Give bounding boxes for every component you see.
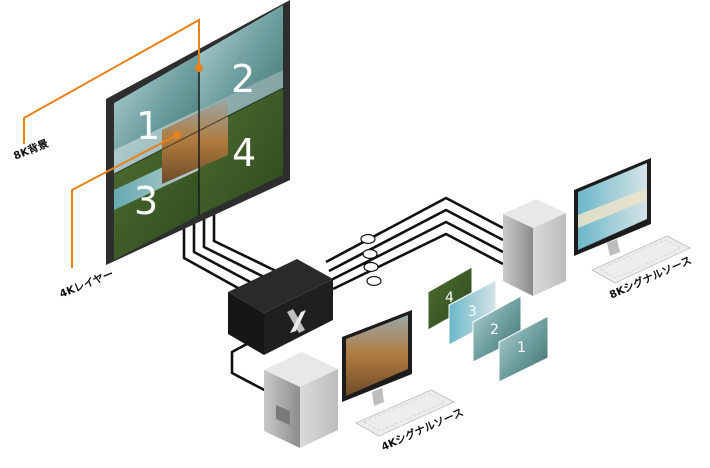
cable-rings xyxy=(360,233,382,287)
switcher-left-face xyxy=(228,292,264,355)
callout-dot-4k-layer xyxy=(173,131,181,139)
cable-4k-1 xyxy=(230,336,271,395)
source-image-stack: 4 3 2 1 xyxy=(427,266,549,383)
stack-number-4: 4 xyxy=(445,290,454,306)
stack-number-2: 2 xyxy=(490,322,499,338)
x-logo-icon xyxy=(287,309,306,333)
callout-line-8k-background xyxy=(23,18,200,144)
cable-ring-2 xyxy=(362,248,378,260)
keyboard-4k xyxy=(355,389,455,437)
cable-8k-2 xyxy=(328,208,504,273)
wall-number-4: 4 xyxy=(232,131,256,175)
cable-wall-4 xyxy=(212,202,279,274)
pc-tower-4k xyxy=(264,352,338,448)
cable-ring-4 xyxy=(366,275,382,287)
stack-number-3: 3 xyxy=(468,304,477,320)
callout-dot-8k-background xyxy=(195,64,203,72)
wall-number-2: 2 xyxy=(231,57,255,101)
cable-8k-3 xyxy=(330,220,504,282)
video-wall: 1 2 3 4 xyxy=(106,0,290,265)
wall-tile-2 xyxy=(199,5,283,130)
cable-ring-3 xyxy=(363,261,379,273)
monitor-8k xyxy=(574,158,651,256)
monitor-4k xyxy=(342,310,412,406)
keyboard-8k xyxy=(591,235,691,284)
matrix-switcher xyxy=(228,259,333,355)
callout-line-4k-layer xyxy=(71,134,178,268)
stack-number-1: 1 xyxy=(517,340,526,356)
wall-number-3: 3 xyxy=(134,179,158,223)
switcher-top xyxy=(228,259,333,313)
cable-8k-1 xyxy=(325,196,504,264)
cable-8k-4 xyxy=(332,232,504,291)
layer-4k-window xyxy=(162,98,228,184)
callouts xyxy=(23,18,200,268)
wall-number-1: 1 xyxy=(136,104,160,148)
stack-image-1 xyxy=(498,315,549,383)
cable-ring-1 xyxy=(360,233,376,245)
pc-tower-8k xyxy=(503,199,566,296)
